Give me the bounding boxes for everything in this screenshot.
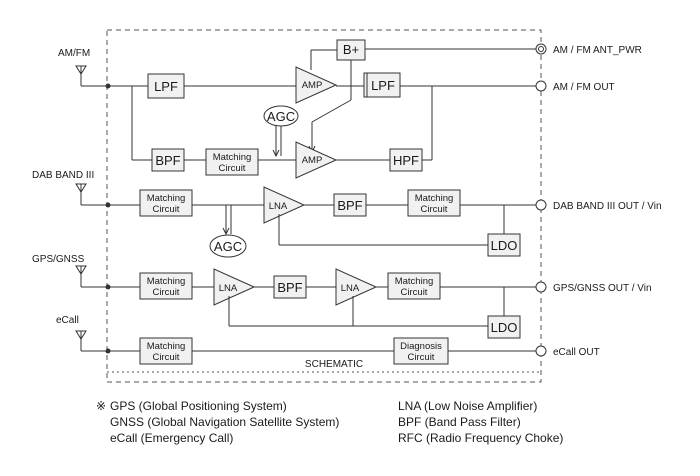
bpf-block-gps: BPF bbox=[273, 275, 307, 299]
svg-text:Circuit: Circuit bbox=[153, 204, 180, 215]
diagnosis-circuit: Diagnosis Circuit bbox=[393, 337, 449, 365]
lpf-block-out: LPF bbox=[363, 72, 401, 98]
svg-text:Matching: Matching bbox=[147, 193, 186, 204]
svg-text:Matching: Matching bbox=[395, 276, 434, 287]
legend-mark: ※ bbox=[96, 399, 106, 413]
dab-path: DAB BAND III Matching Circuit LNA BPF Ma… bbox=[32, 170, 662, 258]
legend-right-3: RFC (Radio Frequency Choke) bbox=[398, 431, 563, 445]
svg-text:Matching: Matching bbox=[147, 276, 186, 287]
legend-left-3: eCall (Emergency Call) bbox=[110, 431, 233, 445]
antenna-icon bbox=[75, 65, 108, 87]
input-label-dab: DAB BAND III bbox=[32, 170, 94, 181]
output-label-ecall: eCall OUT bbox=[553, 347, 600, 358]
matching-circuit-dab-out: Matching Circuit bbox=[407, 189, 461, 217]
antenna-icon bbox=[75, 183, 108, 206]
svg-text:AGC: AGC bbox=[214, 239, 242, 254]
svg-text:BPF: BPF bbox=[277, 280, 302, 295]
svg-text:LNA: LNA bbox=[341, 283, 360, 294]
svg-text:Circuit: Circuit bbox=[408, 352, 435, 363]
svg-text:B+: B+ bbox=[343, 42, 359, 57]
svg-text:Matching: Matching bbox=[147, 341, 186, 352]
antenna-icon bbox=[75, 265, 108, 288]
svg-text:LNA: LNA bbox=[219, 283, 238, 294]
output-label-amfm: AM / FM OUT bbox=[553, 82, 615, 93]
output-label-dab: DAB BAND III OUT / Vin bbox=[553, 201, 662, 212]
svg-text:Circuit: Circuit bbox=[153, 287, 180, 298]
lna-block-dab: LNA bbox=[263, 186, 306, 224]
svg-text:AMP: AMP bbox=[302, 80, 323, 91]
output-port bbox=[535, 80, 547, 92]
legend-right-2: BPF (Band Pass Filter) bbox=[398, 415, 521, 429]
svg-text:AGC: AGC bbox=[267, 109, 295, 124]
legend-left-2: GNSS (Global Navigation Satellite System… bbox=[110, 415, 339, 429]
svg-text:Matching: Matching bbox=[213, 152, 252, 163]
bpf-block-dab: BPF bbox=[333, 193, 367, 217]
input-label-gps: GPS/GNSS bbox=[32, 254, 85, 265]
antenna-icon bbox=[75, 330, 108, 352]
output-label-ant-pwr: AM / FM ANT_PWR bbox=[553, 45, 642, 56]
amfm-path: AM/FM LPF AMP LPF AM / FM OUT B+ AM / FM bbox=[58, 39, 642, 179]
legend-right-1: LNA (Low Noise Amplifier) bbox=[398, 399, 537, 413]
matching-circuit-ecall: Matching Circuit bbox=[139, 337, 193, 365]
input-label-ecall: eCall bbox=[56, 315, 79, 326]
output-port bbox=[535, 345, 547, 357]
agc-block-amfm: AGC bbox=[263, 105, 299, 127]
svg-text:Circuit: Circuit bbox=[421, 204, 448, 215]
lna-block-gps-1: LNA bbox=[213, 268, 256, 306]
lna-block-gps-2: LNA bbox=[335, 268, 378, 306]
svg-text:LDO: LDO bbox=[491, 238, 518, 253]
amp-block-lower: AMP bbox=[295, 141, 338, 179]
agc-block-dab: AGC bbox=[209, 234, 247, 258]
svg-text:Circuit: Circuit bbox=[219, 163, 246, 174]
svg-text:LNA: LNA bbox=[269, 201, 288, 212]
bplus-block: B+ bbox=[336, 39, 366, 61]
hpf-block: HPF bbox=[389, 148, 423, 172]
matching-circuit-gps: Matching Circuit bbox=[139, 272, 193, 300]
svg-text:Matching: Matching bbox=[415, 193, 454, 204]
svg-text:BPF: BPF bbox=[337, 198, 362, 213]
schematic-label: SCHEMATIC bbox=[305, 359, 363, 370]
svg-text:Diagnosis: Diagnosis bbox=[400, 341, 442, 352]
output-port bbox=[535, 199, 547, 211]
ecall-path: eCall Matching Circuit Diagnosis Circuit… bbox=[56, 315, 600, 365]
output-port bbox=[535, 281, 547, 293]
legend: ※ GPS (Global Positioning System) GNSS (… bbox=[96, 399, 563, 445]
input-label-amfm: AM/FM bbox=[58, 48, 90, 59]
svg-text:HPF: HPF bbox=[393, 153, 419, 168]
matching-circuit-dab: Matching Circuit bbox=[139, 189, 193, 217]
bpf-block-amfm: BPF bbox=[151, 148, 185, 172]
matching-circuit-gps-out: Matching Circuit bbox=[387, 272, 441, 300]
svg-text:Circuit: Circuit bbox=[401, 287, 428, 298]
matching-circuit-amfm: Matching Circuit bbox=[205, 148, 259, 176]
lpf-block: LPF bbox=[147, 73, 185, 99]
svg-text:Circuit: Circuit bbox=[153, 352, 180, 363]
output-label-gps: GPS/GNSS OUT / Vin bbox=[553, 283, 652, 294]
legend-left-1: GPS (Global Positioning System) bbox=[110, 399, 287, 413]
ldo-block-gps: LDO bbox=[487, 315, 521, 339]
amp-block: AMP bbox=[295, 66, 338, 104]
svg-text:LDO: LDO bbox=[491, 320, 518, 335]
svg-text:LPF: LPF bbox=[154, 79, 178, 94]
ldo-block-dab: LDO bbox=[487, 233, 521, 257]
gps-path: GPS/GNSS Matching Circuit LNA BPF LNA Ma… bbox=[32, 254, 652, 339]
svg-text:AMP: AMP bbox=[302, 155, 323, 166]
svg-text:BPF: BPF bbox=[155, 153, 180, 168]
svg-text:LPF: LPF bbox=[371, 78, 395, 93]
